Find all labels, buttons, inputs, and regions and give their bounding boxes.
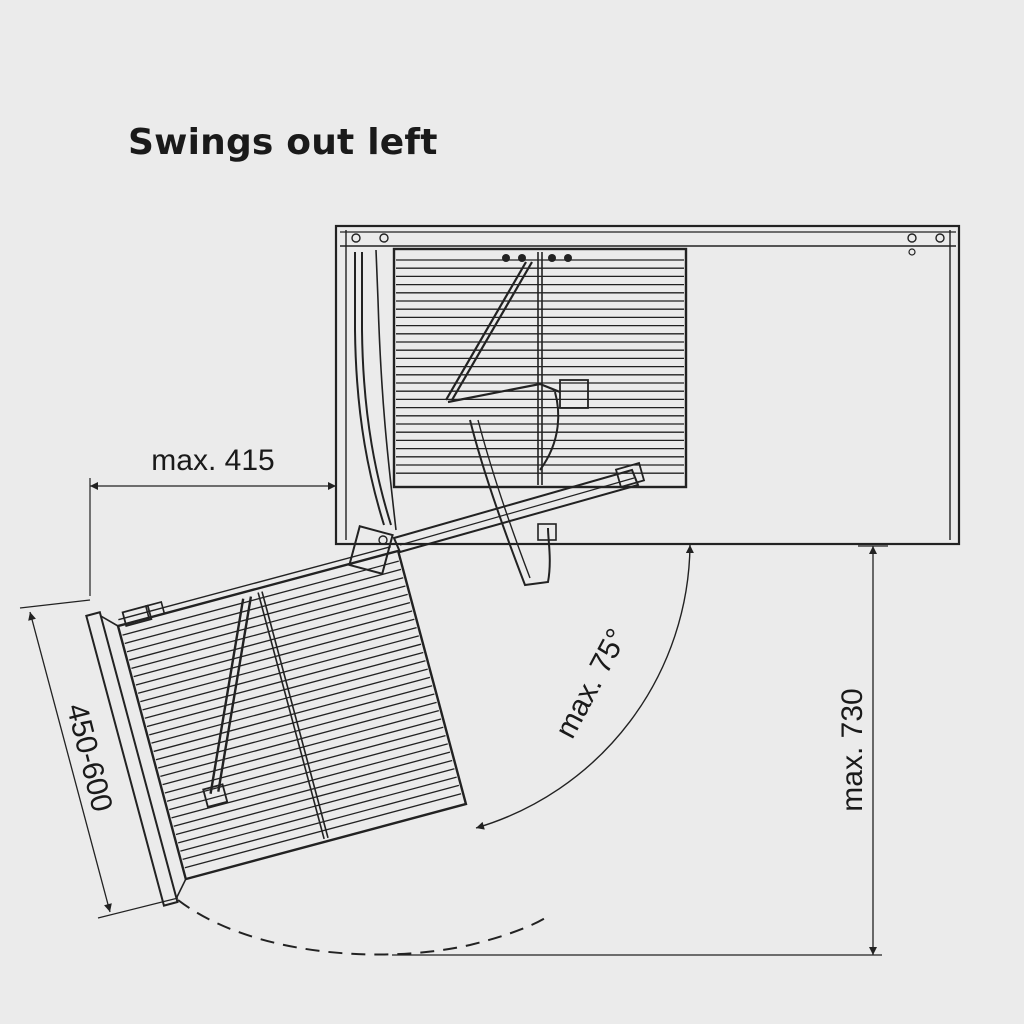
basket-wire: [175, 759, 453, 836]
dimension-length: [392, 545, 888, 956]
basket-wire: [177, 768, 455, 844]
basket-wire: [129, 585, 406, 661]
guide-rail: [348, 249, 397, 575]
basket-wire: [160, 701, 437, 777]
basket-wire: [126, 577, 404, 653]
basket-wire: [142, 635, 419, 711]
basket-wire: [153, 676, 431, 753]
basket-wire: [169, 734, 446, 811]
basket-wire: [122, 560, 399, 636]
basket-wire: [133, 602, 411, 678]
basket-wire: [166, 726, 444, 802]
angle-arc: [475, 544, 694, 830]
basket-wire: [137, 618, 415, 694]
basket-wire: [164, 718, 442, 794]
basket-wire: [140, 626, 417, 703]
basket-wire: [162, 710, 440, 786]
basket-wire: [180, 776, 457, 852]
basket-wire: [173, 751, 451, 827]
dimension-depth: [19, 599, 179, 919]
rear-basket: [392, 247, 688, 489]
length-dimension-label: max. 730: [836, 688, 869, 811]
dimension-width: [89, 478, 336, 596]
cabinet-outline: [334, 224, 961, 546]
angle-dimension-label: max. 75°: [549, 623, 634, 743]
basket-wire: [155, 685, 433, 761]
basket-wire: [146, 651, 424, 728]
basket-wire: [131, 593, 408, 669]
page-title: Swings out left: [128, 122, 438, 163]
width-dimension-label: max. 415: [151, 444, 274, 477]
basket-wire: [135, 610, 413, 686]
basket-wire: [171, 743, 448, 819]
basket-wire: [157, 693, 435, 769]
front-basket: [85, 546, 468, 907]
basket-wire: [151, 668, 428, 744]
basket-wire: [124, 568, 402, 645]
basket-wire: [149, 660, 426, 736]
pivot-arm: [392, 419, 646, 587]
basket-wire: [184, 793, 462, 869]
swing-path: [177, 899, 551, 956]
basket-wire: [144, 643, 422, 719]
basket-wire: [182, 784, 460, 861]
